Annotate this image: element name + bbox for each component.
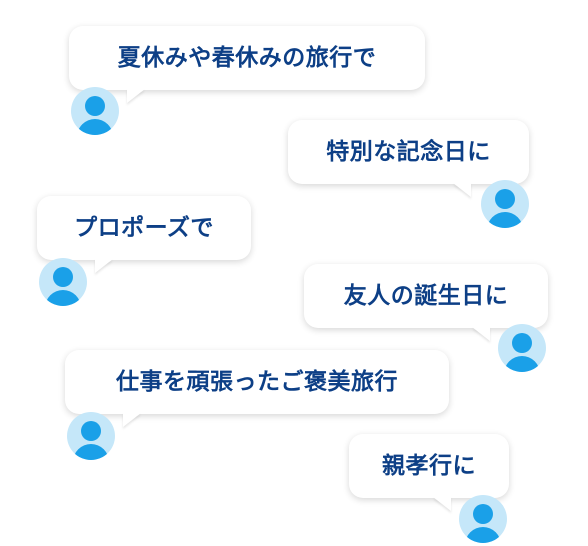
- message-text: 友人の誕生日に: [343, 283, 509, 309]
- message-bubble-summer-spring-trip: 夏休みや春休みの旅行で: [69, 26, 425, 90]
- message-bubble-filial-piety: 親孝行に: [349, 434, 509, 498]
- user-avatar-icon: [39, 258, 87, 306]
- message-bubble-anniversary: 特別な記念日に: [288, 120, 529, 184]
- message-bubble-reward-trip: 仕事を頑張ったご褒美旅行: [65, 350, 449, 414]
- message-text: 特別な記念日に: [326, 139, 491, 165]
- message-text: 夏休みや春休みの旅行で: [117, 45, 377, 71]
- message-bubble-proposal: プロポーズで: [37, 196, 251, 260]
- user-avatar-icon: [459, 495, 507, 543]
- message-text: 親孝行に: [382, 453, 476, 479]
- user-avatar-icon: [481, 180, 529, 228]
- user-avatar-icon: [71, 87, 119, 135]
- message-text: プロポーズで: [74, 215, 214, 241]
- message-text: 仕事を頑張ったご褒美旅行: [116, 369, 398, 395]
- message-bubble-friend-birthday: 友人の誕生日に: [304, 264, 548, 328]
- user-avatar-icon: [498, 324, 546, 372]
- user-avatar-icon: [67, 412, 115, 460]
